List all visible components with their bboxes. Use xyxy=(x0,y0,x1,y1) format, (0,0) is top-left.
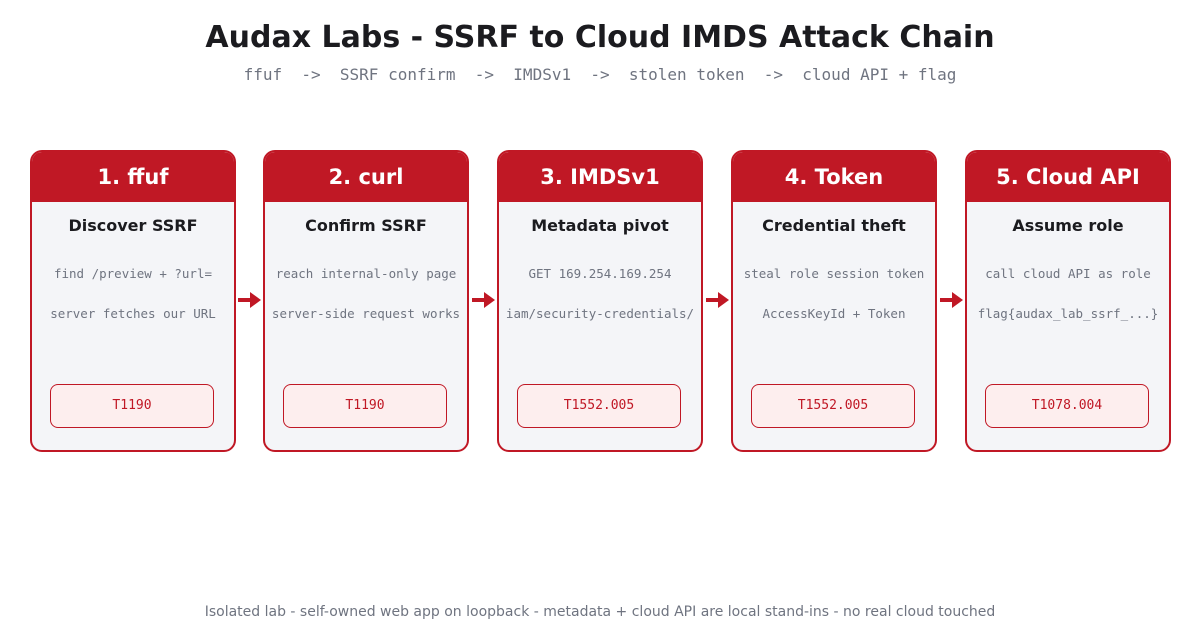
technique-badge: T1552.005 xyxy=(517,384,681,428)
stage-detail-line: reach internal-only page xyxy=(275,266,457,281)
stage-heading: Discover SSRF xyxy=(68,216,198,235)
stage-detail-line: server-side request works xyxy=(271,306,461,321)
stage-heading: Credential theft xyxy=(762,216,906,235)
technique-badge: T1190 xyxy=(283,384,447,428)
stage-card-token: 4. Token Credential theft steal role ses… xyxy=(731,150,937,452)
stage-detail-line: steal role session token xyxy=(743,266,925,281)
stage-heading: Metadata pivot xyxy=(531,216,669,235)
stage-detail-line: find /preview + ?url= xyxy=(53,266,213,281)
stage-heading: Confirm SSRF xyxy=(305,216,427,235)
page-title: Audax Labs - SSRF to Cloud IMDS Attack C… xyxy=(205,20,995,55)
stage-header: 5. Cloud API xyxy=(967,152,1169,202)
stage-card-curl: 2. curl Confirm SSRF reach internal-only… xyxy=(263,150,469,452)
stage-header: 2. curl xyxy=(265,152,467,202)
stage-detail-line: GET 169.254.169.254 xyxy=(528,266,672,281)
technique-badge: T1552.005 xyxy=(751,384,915,428)
stage-card-cloud-api: 5. Cloud API Assume role call cloud API … xyxy=(965,150,1171,452)
stage-detail-line: server fetches our URL xyxy=(50,306,216,321)
stage-detail-line: AccessKeyId + Token xyxy=(762,306,906,321)
stage-card-imdsv1: 3. IMDSv1 Metadata pivot GET 169.254.169… xyxy=(497,150,703,452)
stage-detail-line: call cloud API as role xyxy=(985,266,1151,281)
stage-header: 1. ffuf xyxy=(32,152,234,202)
stage-heading: Assume role xyxy=(1012,216,1124,235)
flow-arrow-icon xyxy=(706,292,729,308)
flow-arrow-icon xyxy=(238,292,261,308)
stage-detail-line: flag{audax_lab_ssrf_...} xyxy=(977,306,1159,321)
flow-arrow-icon xyxy=(472,292,495,308)
footer-note: Isolated lab - self-owned web app on loo… xyxy=(204,604,996,620)
stage-card-ffuf: 1. ffuf Discover SSRF find /preview + ?u… xyxy=(30,150,236,452)
flow-arrow-icon xyxy=(940,292,963,308)
technique-badge: T1078.004 xyxy=(985,384,1149,428)
stage-detail-line: iam/security-credentials/ xyxy=(505,306,695,321)
technique-badge: T1190 xyxy=(50,384,214,428)
page-subtitle: ffuf -> SSRF confirm -> IMDSv1 -> stolen… xyxy=(243,65,957,84)
stage-header: 4. Token xyxy=(733,152,935,202)
stage-header: 3. IMDSv1 xyxy=(499,152,701,202)
